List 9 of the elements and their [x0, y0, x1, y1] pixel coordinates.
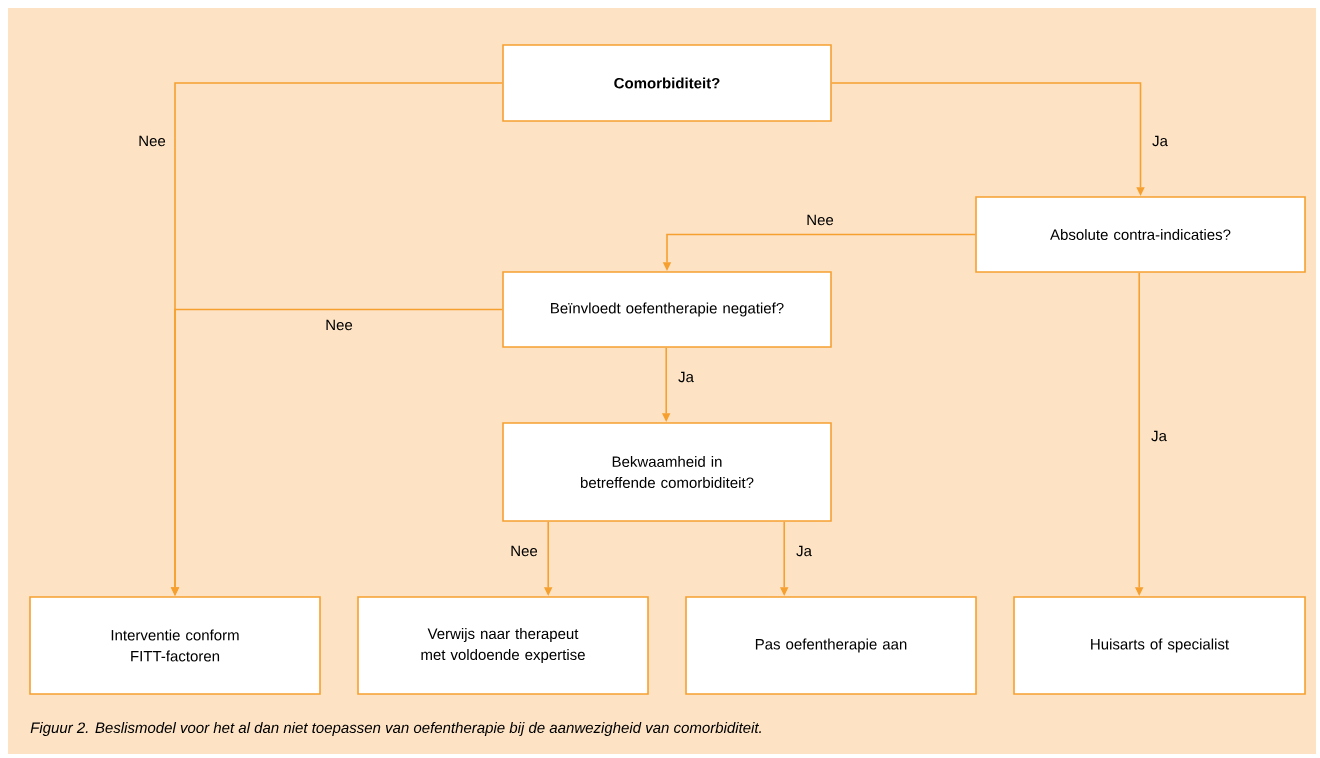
- caption: Figuur 2. Beslismodel voor het al dan niet toepassen van oefentherapie bij de aanwezigheid van comorbiditeit.: [30, 722, 761, 736]
- outcome-box: Verwijs naar therapeut met voldoende expertise: [357, 596, 649, 695]
- outcome-box: Huisarts of specialist: [1013, 596, 1306, 695]
- outcome-box: Pas oefentherapie aan: [685, 596, 977, 695]
- decision-box: Bekwaamheid in betreffende comorbiditeit?: [502, 422, 832, 522]
- decision-box: Absolute contra-indicaties?: [975, 196, 1306, 273]
- decision-box: Beïnvloedt oefentherapie negatief?: [502, 271, 832, 348]
- decision-box: Comorbiditeit?: [502, 44, 832, 122]
- outcome-box: Interventie conform FITT-factoren: [29, 596, 321, 695]
